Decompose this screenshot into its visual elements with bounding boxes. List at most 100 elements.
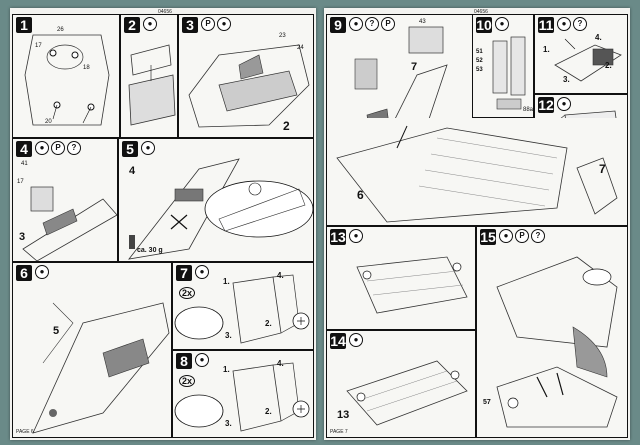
step-1-drawing	[24, 34, 110, 126]
main-assembly-drawing	[336, 125, 618, 223]
step-callout: 3	[19, 231, 26, 243]
help-icon: ?	[67, 141, 81, 155]
part-number: 88a	[523, 107, 534, 113]
callout: 52	[476, 58, 483, 64]
step-callout: 4	[129, 165, 136, 177]
step-15-drawing	[496, 256, 618, 428]
step-callout: 7	[599, 162, 606, 176]
right-instruction-page: 04656 9 ● ? P 7 43 10 ● 51 52 53 88a 11 …	[324, 8, 630, 440]
step-number: 1	[16, 17, 32, 33]
callout: 51	[476, 49, 483, 55]
page-code: 04656	[474, 9, 488, 15]
main-assembly-panel: 6 7	[326, 118, 628, 226]
step-number: 9	[330, 17, 346, 33]
step-number: 4	[16, 141, 32, 157]
step-3-drawing	[188, 44, 310, 128]
callout: 2.	[265, 407, 272, 416]
left-instruction-page: 04656 1 26 17 18 20 2 ● 3 P ●	[10, 8, 316, 440]
step-14-drawing	[346, 360, 468, 426]
help-icon: ?	[365, 17, 379, 31]
step-number: 13	[330, 229, 346, 245]
step-7-drawing	[174, 274, 310, 344]
callout: 1.	[543, 45, 550, 54]
callout: 4.	[277, 271, 284, 280]
step-15-panel: 15 ● P ? 57	[476, 226, 628, 438]
step-9-panel: 9 ● ? P 7 43	[326, 14, 472, 138]
step-2-drawing	[128, 44, 176, 126]
step-number: 14	[330, 333, 346, 349]
part-number: 26	[57, 27, 64, 33]
part-number: 23	[279, 33, 286, 39]
callout: 3.	[225, 419, 232, 428]
step-11-panel: 11 ● ? 4. 1. 2. 3.	[534, 14, 628, 94]
callout: 2.	[265, 319, 272, 328]
step-2-panel: 2 ●	[120, 14, 178, 138]
step-10-panel: 10 ● 51 52 53 88a	[472, 14, 534, 118]
step-6-panel: 6 ● 5 PAGE 6	[12, 262, 172, 438]
paint-icon: P	[515, 229, 529, 243]
step-callout: 6	[357, 188, 364, 202]
step-callout: 57	[483, 399, 491, 406]
step-number: 7	[176, 265, 192, 281]
callout: 53	[476, 67, 483, 73]
callout: 4.	[595, 33, 602, 42]
page-footer: PAGE 7	[330, 429, 348, 435]
part-number: 18	[83, 65, 90, 71]
callout: 3.	[563, 75, 570, 84]
callout: 1.	[223, 365, 230, 374]
step-14-panel: 14 ● 13 PAGE 7	[326, 330, 476, 438]
callout: 2.	[605, 61, 612, 70]
step-number: 15	[480, 229, 496, 245]
step-5-panel: 5 ● 4 ca. 30 g	[118, 138, 314, 262]
step-number: 3	[182, 17, 198, 33]
glue-icon: ●	[499, 229, 513, 243]
step-5-drawing	[128, 158, 313, 260]
multiplier: 2x	[179, 375, 196, 387]
step-13-drawing	[356, 256, 468, 314]
glue-icon: ●	[349, 17, 363, 31]
page-code: 04656	[158, 9, 172, 15]
glue-icon: ●	[557, 17, 571, 31]
step-number: 8	[176, 353, 192, 369]
glue-icon: ●	[349, 229, 363, 243]
step-7-panel: 7 ● 2x 1. 2. 3. 4.	[172, 262, 314, 350]
help-icon: ?	[531, 229, 545, 243]
step-13-panel: 13 ●	[326, 226, 476, 330]
step-4-drawing	[22, 186, 117, 261]
multiplier: 2x	[179, 287, 196, 299]
glue-icon: ●	[35, 141, 49, 155]
part-number: 43	[419, 19, 426, 25]
glue-icon: ●	[143, 17, 157, 31]
step-number: 12	[538, 97, 554, 113]
glue-icon: ●	[35, 265, 49, 279]
paint-icon: P	[201, 17, 215, 31]
part-number: 20	[45, 119, 52, 125]
paint-icon: P	[51, 141, 65, 155]
step-10-drawing	[492, 36, 526, 110]
step-callout: 5	[53, 325, 60, 337]
step-8-panel: 8 ● 2x 1. 2. 3. 4.	[172, 350, 314, 438]
step-6-drawing	[32, 302, 170, 434]
step-number: 6	[16, 265, 32, 281]
weight-note: ca. 30 g	[137, 247, 163, 254]
step-callout: 2	[283, 119, 290, 133]
step-number: 11	[538, 17, 554, 33]
step-callout: 13	[337, 409, 350, 421]
step-4-panel: 4 ● P ? 41 17 3	[12, 138, 118, 262]
glue-icon: ●	[217, 17, 231, 31]
part-number: 24	[297, 45, 304, 51]
step-8-drawing	[174, 362, 310, 432]
part-number: 17	[17, 179, 24, 185]
glue-icon: ●	[141, 141, 155, 155]
callout: 1.	[223, 277, 230, 286]
glue-icon: ●	[349, 333, 363, 347]
part-number: 17	[35, 43, 42, 49]
glue-icon: ●	[495, 17, 509, 31]
step-number: 5	[122, 141, 138, 157]
help-icon: ?	[573, 17, 587, 31]
step-callout: 7	[411, 61, 418, 73]
step-11-drawing	[554, 38, 622, 82]
paint-icon: P	[381, 17, 395, 31]
glue-icon: ●	[557, 97, 571, 111]
glue-icon: ●	[195, 353, 209, 367]
